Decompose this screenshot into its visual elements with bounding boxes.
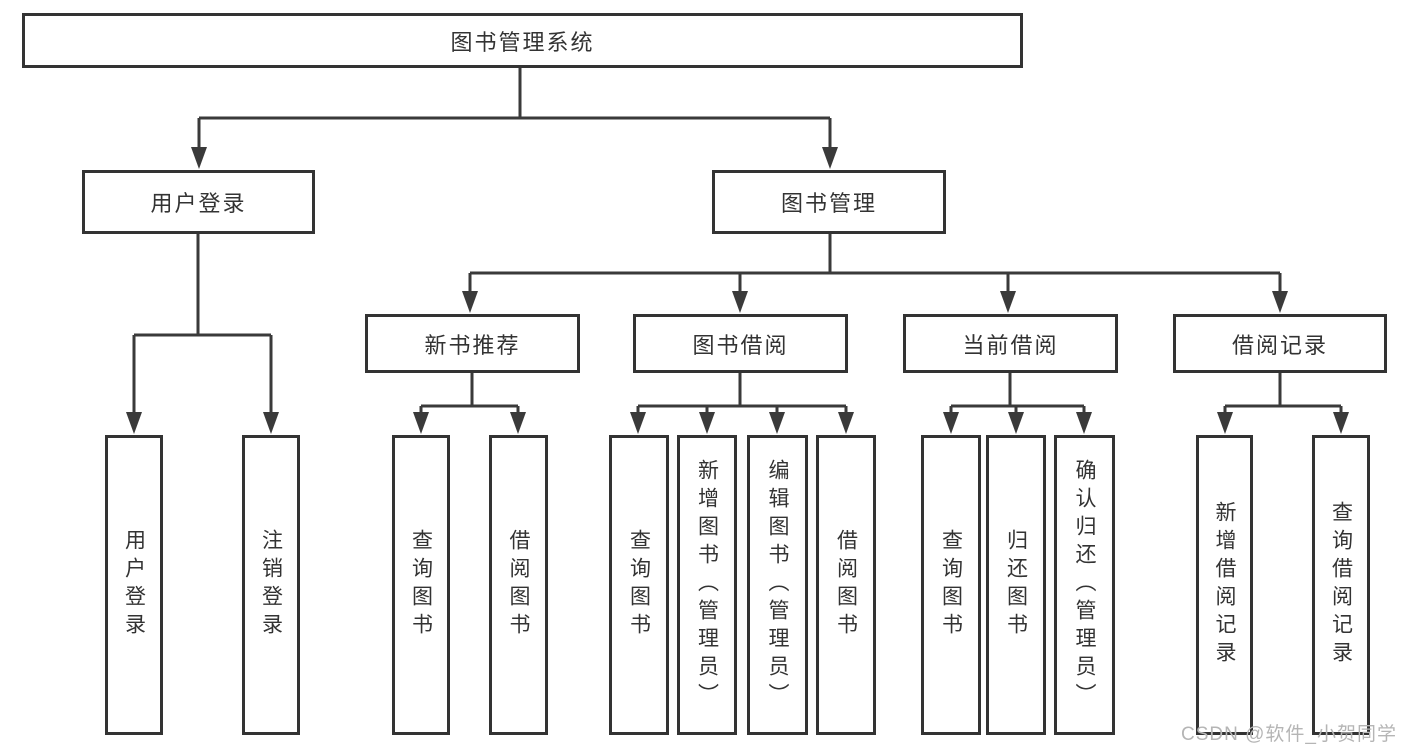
node-user-login: 用户登录 — [82, 170, 315, 234]
node-book-borrow: 图书借阅 — [633, 314, 848, 373]
node-library-management-system: 图书管理系统 — [22, 13, 1023, 68]
leaf-add-books-admin: 新增图书（管理员） — [677, 435, 737, 735]
leaf-confirm-return-admin: 确认归还（管理员） — [1054, 435, 1115, 735]
leaf-borrow-books-recommend: 借阅图书 — [489, 435, 548, 735]
leaf-add-borrow-record: 新增借阅记录 — [1196, 435, 1253, 735]
leaf-query-books-recommend: 查询图书 — [392, 435, 450, 735]
node-current-borrow: 当前借阅 — [903, 314, 1118, 373]
leaf-user-login: 用户登录 — [105, 435, 163, 735]
leaf-logout: 注销登录 — [242, 435, 300, 735]
leaf-query-borrow-record: 查询借阅记录 — [1312, 435, 1370, 735]
csdn-watermark: CSDN @软件_小贺同学 — [1181, 724, 1397, 745]
node-borrow-records: 借阅记录 — [1173, 314, 1387, 373]
leaf-edit-books-admin: 编辑图书（管理员） — [747, 435, 808, 735]
node-book-management: 图书管理 — [712, 170, 946, 234]
leaf-borrow-books: 借阅图书 — [816, 435, 876, 735]
leaf-return-books: 归还图书 — [986, 435, 1046, 735]
leaf-query-books-borrow: 查询图书 — [609, 435, 669, 735]
leaf-query-books-current: 查询图书 — [921, 435, 981, 735]
node-new-book-recommend: 新书推荐 — [365, 314, 580, 373]
